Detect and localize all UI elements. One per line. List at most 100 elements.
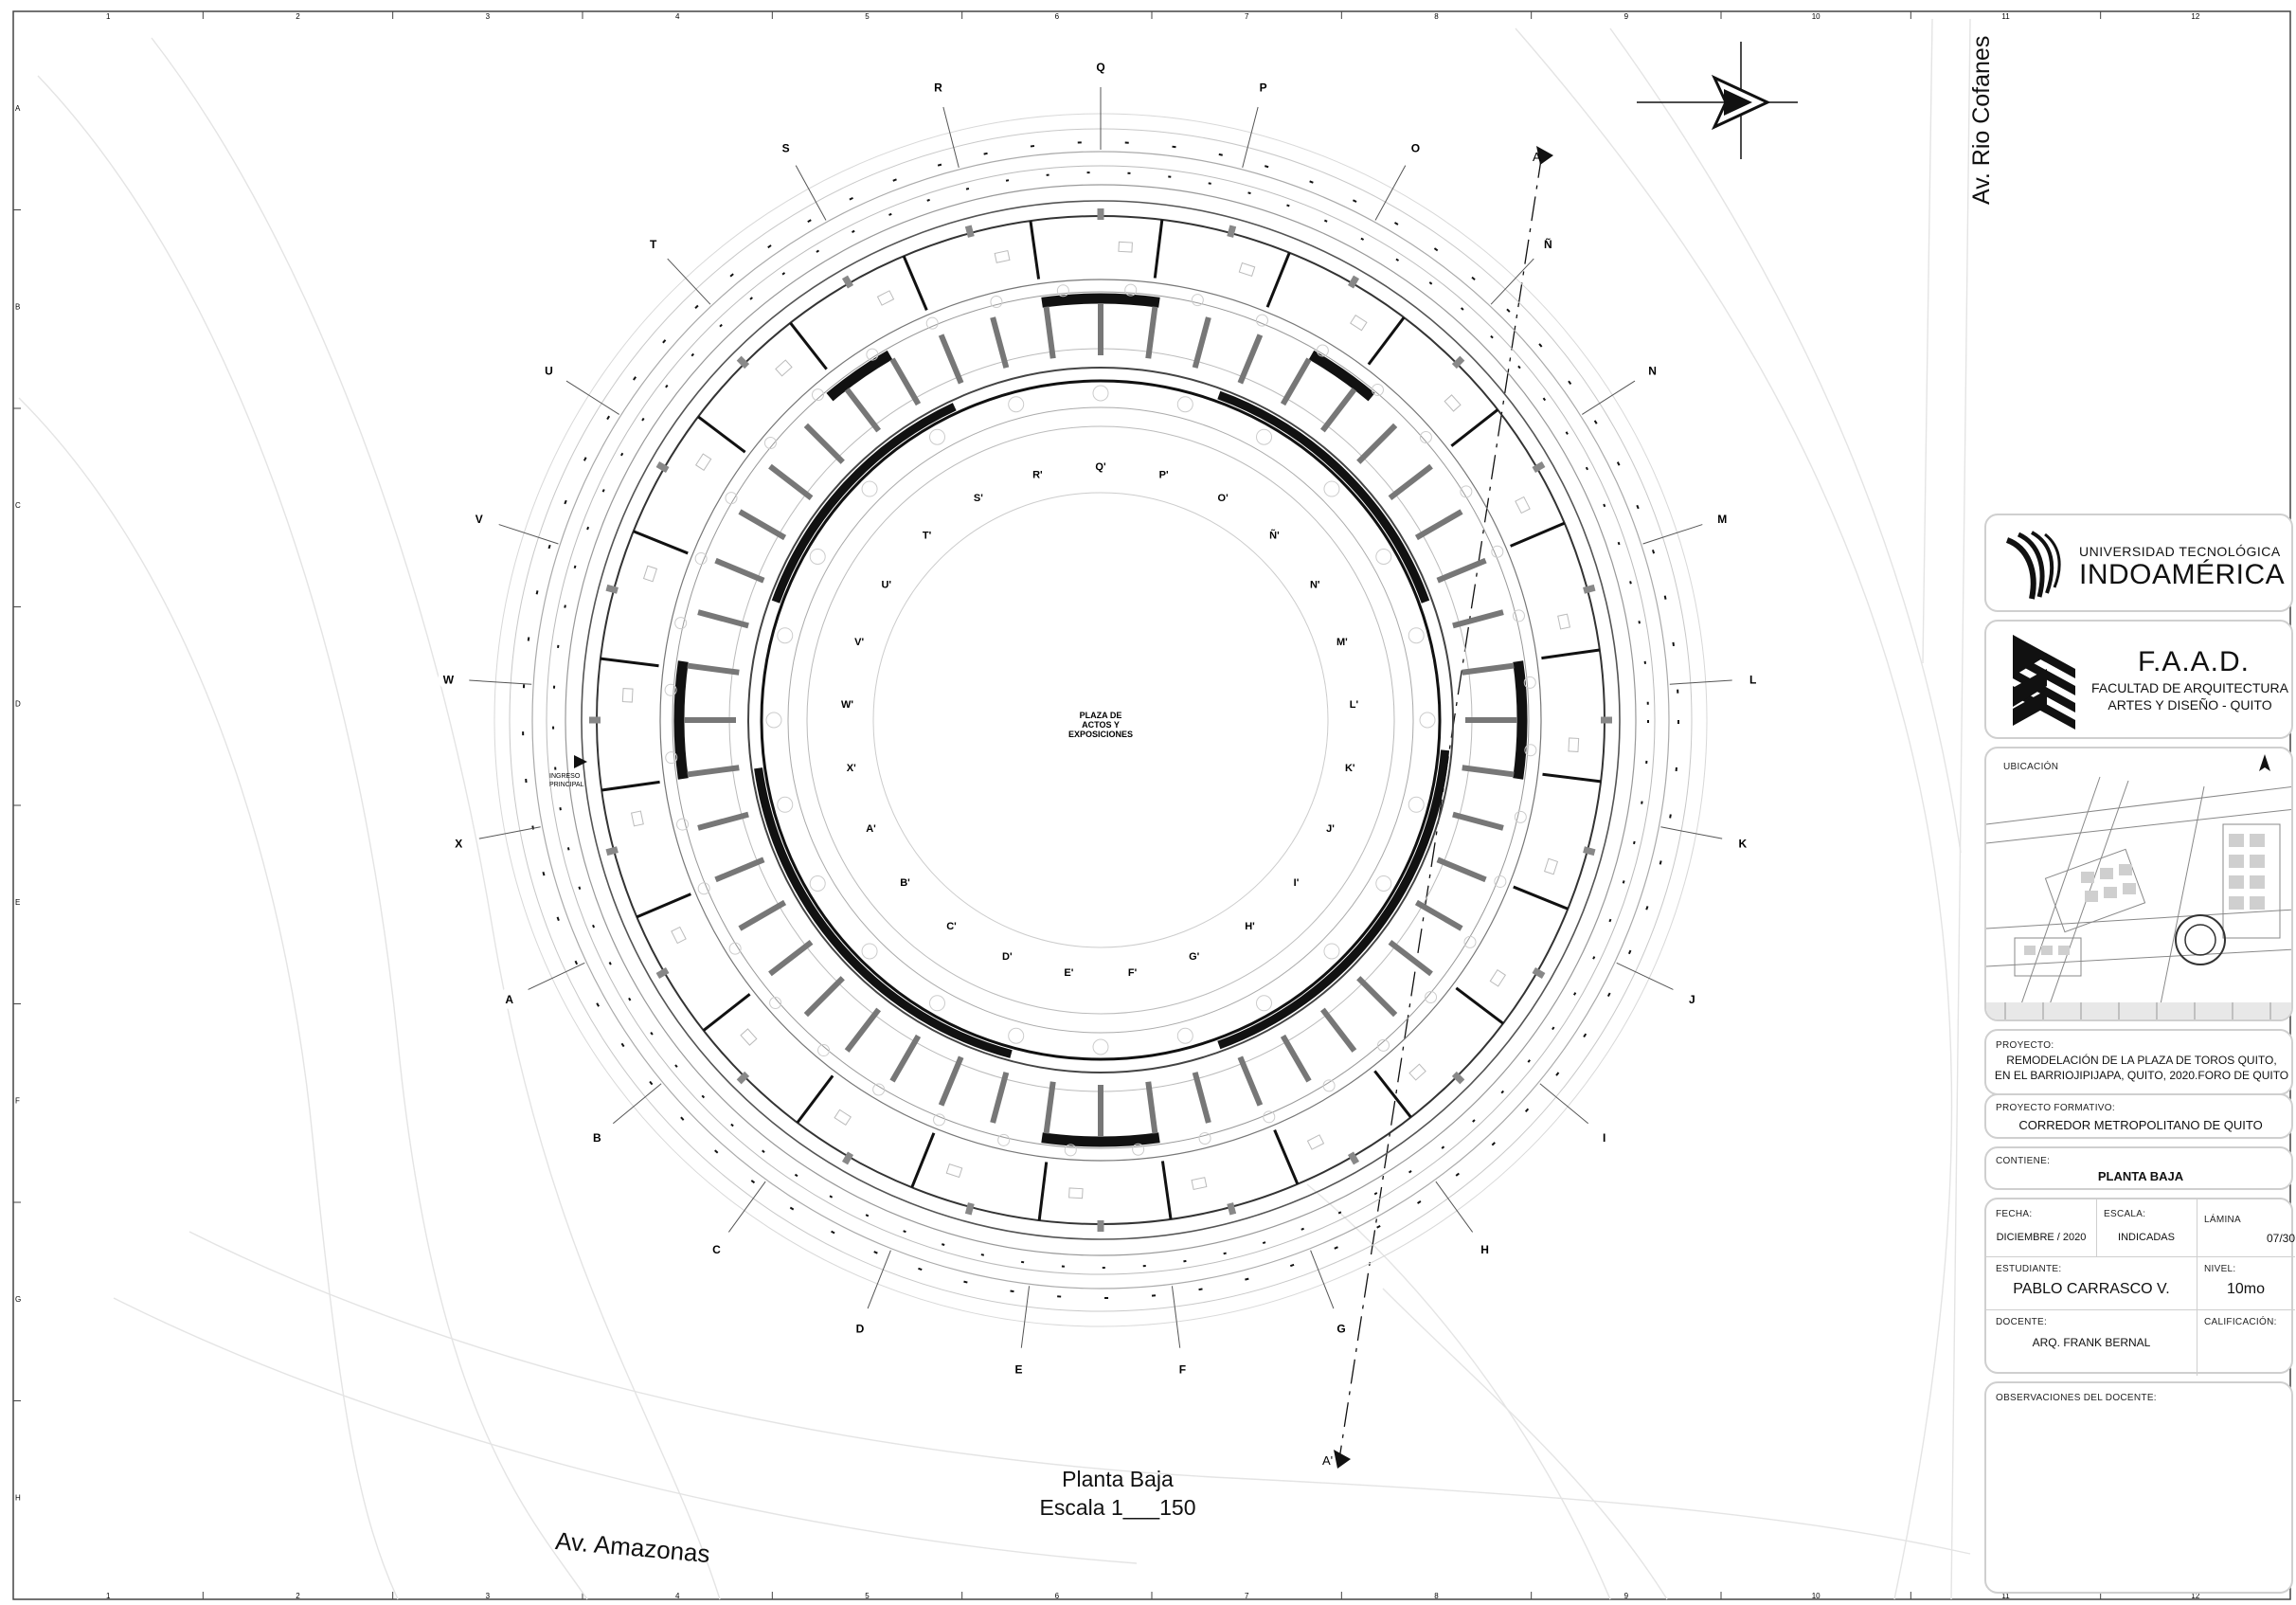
- frame-column-label: 12: [2191, 1592, 2199, 1600]
- axis-label-outer: K: [1738, 837, 1747, 850]
- frame-column-label: 10: [1812, 12, 1821, 21]
- faculty-logo-box: F.A.A.D. FACULTAD DE ARQUITECTURA ARTES …: [1984, 620, 2293, 739]
- frame-column-label: 5: [865, 12, 870, 21]
- axis-label-outer: V: [475, 513, 483, 526]
- plaza-label-line3: EXPOSICIONES: [1068, 730, 1133, 739]
- project-box: PROYECTO: REMODELACIÓN DE LA PLAZA DE TO…: [1984, 1029, 2293, 1095]
- frame-row-label: H: [15, 1493, 21, 1502]
- axis-label-outer: W: [443, 674, 455, 687]
- axis-label-inner: W': [841, 699, 853, 711]
- entrance-arrow-icon: [574, 755, 587, 768]
- formative-project-value: CORREDOR METROPOLITANO DE QUITO: [2018, 1118, 2263, 1132]
- axis-label-outer: R: [934, 81, 942, 95]
- axis-label-outer: L: [1749, 674, 1756, 687]
- axis-label-outer: B: [593, 1131, 601, 1145]
- street-label-east: Av. Rio Cofanes: [1968, 35, 1995, 205]
- frame-row-label: F: [15, 1096, 20, 1105]
- axis-label-inner: Q': [1095, 461, 1106, 473]
- axis-label-inner: J': [1326, 823, 1335, 835]
- faculty-name-line2: ARTES Y DISEÑO - QUITO: [2108, 697, 2272, 712]
- axis-label-inner: B': [900, 877, 910, 889]
- university-name-line2: INDOAMÉRICA: [2079, 559, 2286, 590]
- plan-title-block: Planta Baja Escala 1___150: [995, 1465, 1241, 1522]
- frame-column-label: 9: [1624, 12, 1629, 21]
- faculty-abbreviation: F.A.A.D.: [2137, 646, 2251, 677]
- location-map-box: UBICACIÓN: [1984, 747, 2293, 1021]
- axis-label-inner: L': [1350, 699, 1359, 711]
- axis-label-inner: H': [1245, 921, 1255, 932]
- axis-label-inner: T': [923, 531, 932, 542]
- frame-column-label: 10: [1812, 1592, 1821, 1600]
- frame-column-label: 4: [675, 12, 680, 21]
- level-label: NIVEL:: [2204, 1264, 2236, 1274]
- frame-column-label: 6: [1055, 12, 1060, 21]
- frame-column-label: 9: [1624, 1592, 1629, 1600]
- axis-label-outer: J: [1689, 993, 1695, 1006]
- location-map-icon: [1986, 754, 2291, 1019]
- axis-label-outer: I: [1603, 1131, 1605, 1145]
- frame-column-label: 5: [865, 1592, 870, 1600]
- frame-column-label: 6: [1055, 1592, 1060, 1600]
- date-value: DICIEMBRE / 2020: [1996, 1232, 2087, 1243]
- axis-label-outer: H: [1480, 1243, 1489, 1256]
- teacher-notes-label: OBSERVACIONES DEL DOCENTE:: [1996, 1393, 2157, 1403]
- level-value: 10mo: [2226, 1281, 2266, 1297]
- axis-label-inner: I': [1294, 877, 1300, 889]
- frame-column-label: 7: [1245, 12, 1249, 21]
- axis-label-inner: U': [881, 579, 891, 590]
- formative-project-label: PROYECTO FORMATIVO:: [1996, 1103, 2115, 1113]
- faculty-logo-icon: [2013, 635, 2075, 730]
- frame-row-label: E: [15, 898, 20, 907]
- axis-label-inner: O': [1218, 493, 1229, 504]
- section-arrow-icon: [1536, 146, 1553, 165]
- project-name-line2: EN EL BARRIOJIPIJAPA, QUITO, 2020.FORO D…: [1994, 1069, 2289, 1082]
- axis-label-inner: A': [866, 823, 876, 835]
- axis-label-inner: P': [1159, 469, 1169, 480]
- axis-label-inner: V': [854, 637, 864, 648]
- section-arrow-icon: [1334, 1450, 1351, 1469]
- axis-label-inner: R': [1032, 469, 1043, 480]
- axis-label-inner: D': [1002, 951, 1013, 963]
- entrance-label-line1: INGRESO: [549, 773, 581, 780]
- teacher-label: DOCENTE:: [1996, 1317, 2048, 1327]
- section-marker-bottom: A': [1322, 1453, 1333, 1468]
- axis-label-outer: Ñ: [1544, 237, 1552, 251]
- university-logo-box: UNIVERSIDAD TECNOLÓGICA INDOAMÉRICA: [1984, 514, 2293, 612]
- contents-box: CONTIENE: PLANTA BAJA: [1984, 1146, 2293, 1190]
- axis-label-outer: D: [856, 1323, 865, 1336]
- faculty-name-line1: FACULTAD DE ARQUITECTURA: [2091, 680, 2288, 695]
- contents-value: PLANTA BAJA: [2097, 1169, 2184, 1183]
- frame-column-label: 3: [486, 1592, 491, 1600]
- university-name-line1: UNIVERSIDAD TECNOLÓGICA: [2079, 544, 2281, 559]
- teacher-notes-box: OBSERVACIONES DEL DOCENTE:: [1984, 1381, 2293, 1594]
- axis-label-inner: G': [1189, 951, 1200, 963]
- axis-label-inner: E': [1064, 967, 1073, 979]
- axis-label-outer: M: [1717, 513, 1727, 526]
- frame-column-label: 2: [296, 1592, 300, 1600]
- axis-label-outer: N: [1648, 364, 1657, 377]
- frame-row-label: C: [15, 501, 21, 510]
- axis-label-outer: S: [782, 141, 790, 154]
- axis-label-inner: S': [974, 493, 983, 504]
- location-label: UBICACIÓN: [2003, 762, 2059, 772]
- formative-project-box: PROYECTO FORMATIVO: CORREDOR METROPOLITA…: [1984, 1093, 2293, 1139]
- axis-label-outer: F: [1179, 1363, 1186, 1377]
- frame-column-label: 2: [296, 12, 300, 21]
- frame-column-label: 11: [2001, 12, 2010, 21]
- frame-row-label: A: [15, 104, 21, 113]
- project-name-line1: REMODELACIÓN DE LA PLAZA DE TOROS QUITO,: [2006, 1054, 2277, 1067]
- frame-row-label: B: [15, 302, 20, 311]
- sheet-label: LÁMINA: [2204, 1215, 2242, 1225]
- project-label: PROYECTO:: [1996, 1040, 2054, 1051]
- axis-label-outer: E: [1015, 1363, 1023, 1377]
- axis-label-outer: C: [712, 1243, 721, 1256]
- axis-label-inner: M': [1336, 637, 1348, 648]
- axis-label-inner: F': [1128, 967, 1138, 979]
- frame-column-label: 1: [106, 12, 111, 21]
- plan-title: Planta Baja: [1062, 1467, 1174, 1491]
- frame-column-label: 8: [1434, 12, 1439, 21]
- teacher-value: ARQ. FRANK BERNAL: [2032, 1336, 2151, 1349]
- frame-column-label: 1: [106, 1592, 111, 1600]
